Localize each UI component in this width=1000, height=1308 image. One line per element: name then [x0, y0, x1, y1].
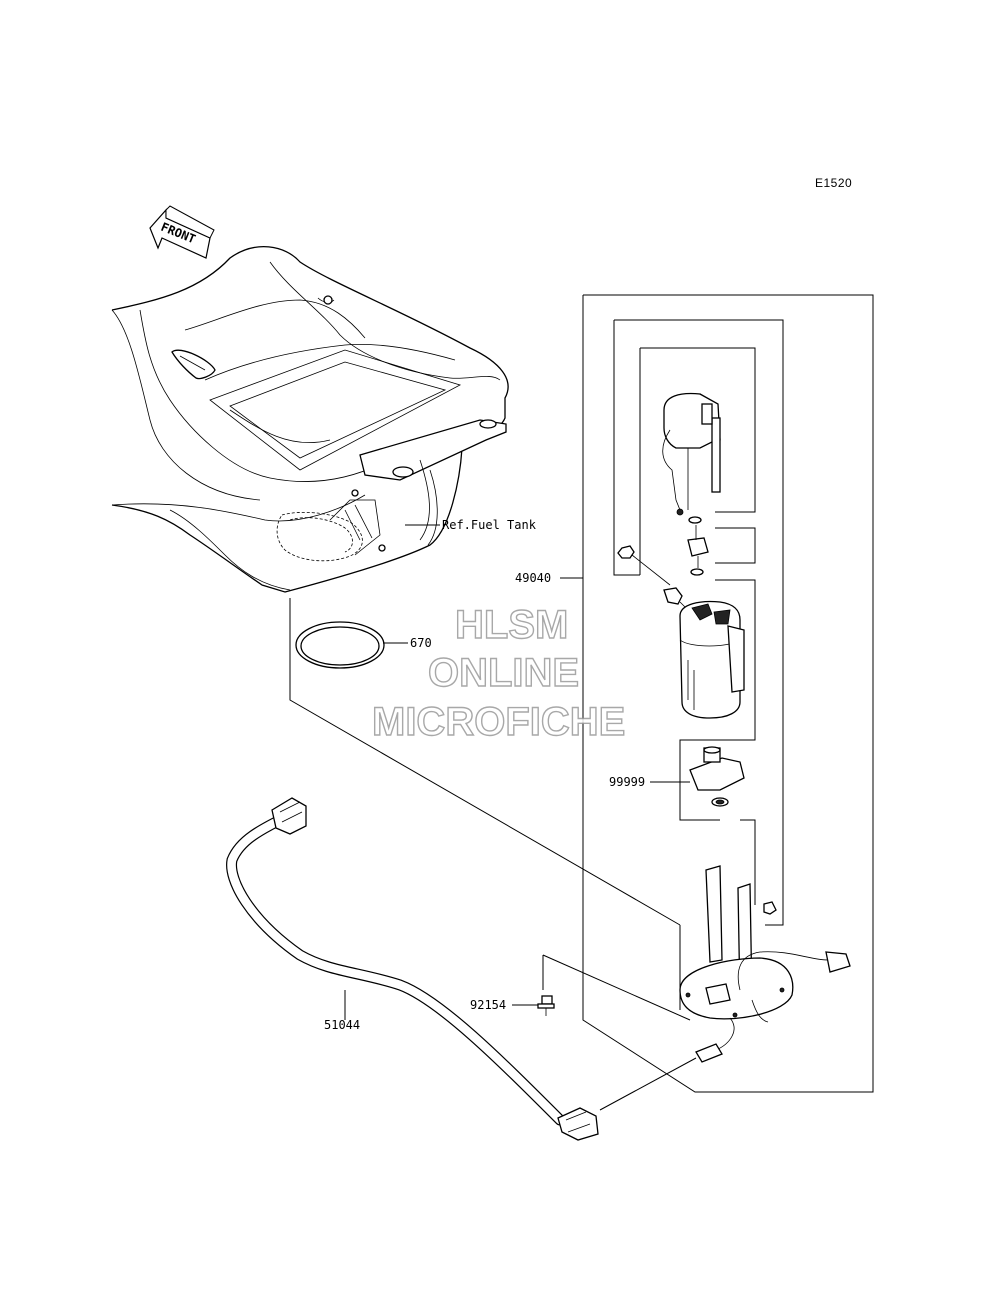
callout-92154: 92154 — [470, 998, 506, 1012]
watermark-line-3: MICROFICHE — [372, 700, 625, 744]
assembly-bracket-boxes — [582, 294, 874, 1093]
o-ring-set — [687, 516, 709, 576]
callout-51044: 51044 — [324, 1018, 360, 1032]
tank-ref-line — [289, 598, 681, 926]
callout-49040: 49040 — [515, 571, 551, 585]
fuel-pump-part — [679, 600, 745, 719]
fuel-tank-drawing — [111, 246, 509, 593]
front-arrow-icon: FRONT — [149, 205, 215, 259]
ref-fuel-tank-label: Ref.Fuel Tank — [442, 518, 537, 532]
clip-part — [663, 587, 691, 613]
filter-cap-part — [689, 746, 745, 807]
gasket-ring — [295, 621, 385, 669]
bolt-ref-line-2 — [542, 954, 691, 1021]
level-sender-part — [662, 392, 721, 516]
callout-99999: 99999 — [609, 775, 645, 789]
pump-flange-part — [679, 865, 851, 1063]
fuel-hose-part — [226, 797, 599, 1141]
bolt-part — [537, 995, 555, 1016]
watermark-line-1: HLSM — [455, 603, 568, 647]
callout-670: 670 — [410, 636, 432, 650]
nut-part — [617, 545, 671, 586]
diagram-code: E1520 — [815, 176, 852, 190]
watermark-line-2: ONLINE — [428, 651, 579, 695]
hose-ref-line — [599, 1057, 697, 1111]
